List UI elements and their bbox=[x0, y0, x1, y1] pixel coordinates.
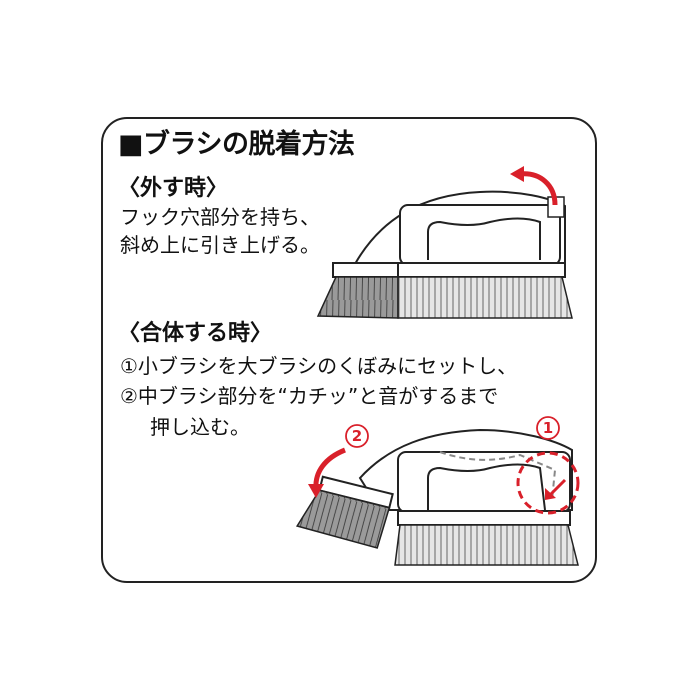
marker-2: 2 bbox=[352, 427, 362, 445]
attach-step-2-cont: 押し込む。 bbox=[150, 415, 250, 439]
remove-heading: 〈外す時〉 bbox=[118, 176, 229, 201]
remove-step-1: フック穴部分を持ち、 bbox=[120, 205, 320, 229]
page-title: ■ブラシの脱着方法 bbox=[118, 129, 355, 160]
marker-1: 1 bbox=[543, 419, 553, 437]
remove-step-2: 斜め上に引き上げる。 bbox=[120, 233, 320, 257]
brush-detach-illustration bbox=[316, 166, 573, 319]
attach-step-2: ②中ブラシ部分を“カチッ”と音がするまで bbox=[120, 384, 499, 408]
attach-step-1: ①小ブラシを大ブラシのくぼみにセットし、 bbox=[120, 354, 518, 378]
attach-heading: 〈合体する時〉 bbox=[118, 321, 273, 346]
click-point-highlight bbox=[516, 451, 580, 515]
push-arrow-head-icon bbox=[308, 484, 324, 498]
instruction-panel bbox=[101, 117, 597, 583]
lift-arrow-head-icon bbox=[510, 166, 524, 182]
brush-attach-illustration: 2 1 bbox=[295, 416, 580, 566]
set-arrow-icon bbox=[545, 488, 556, 500]
lift-arrow-icon bbox=[519, 171, 558, 206]
